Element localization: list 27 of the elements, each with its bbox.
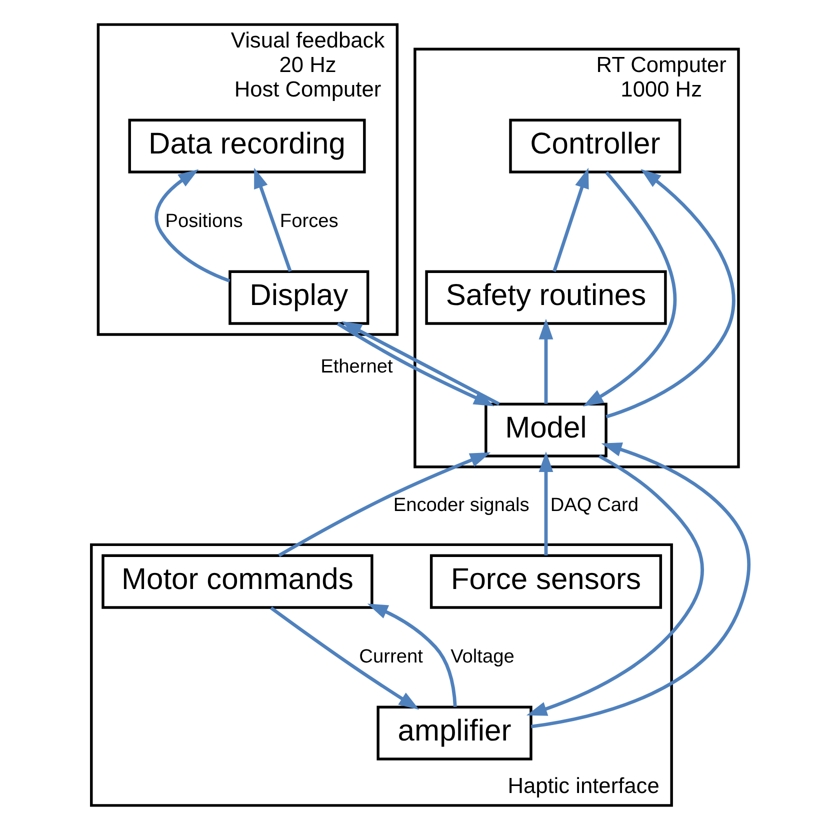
node-box: Model [484, 402, 607, 458]
arrow [605, 168, 734, 418]
edge-label: Voltage [450, 646, 514, 668]
edge-label: Current [358, 646, 422, 668]
edge-label: Positions [164, 210, 242, 232]
arrow [538, 451, 553, 556]
node-box: Data recording [128, 118, 366, 174]
arrow [538, 318, 553, 404]
arrow [530, 442, 750, 728]
arrow [582, 171, 676, 407]
arrow [254, 168, 292, 272]
arrow [270, 606, 419, 710]
node-box: Controller [508, 118, 681, 174]
arrow [552, 168, 588, 272]
node-box: Force sensors [429, 554, 662, 609]
edge-label: Encoder signals [392, 494, 529, 516]
edge-label: DAQ Card [550, 494, 638, 516]
node-box: Motor commands [101, 554, 373, 609]
arrow [154, 169, 230, 283]
node-box: Display [228, 270, 369, 325]
node-box: Safety routines [424, 270, 666, 325]
arrow [526, 454, 704, 716]
arrow [366, 604, 456, 707]
edge-label: Forces [279, 210, 338, 232]
edge-label: Ethernet [320, 356, 392, 378]
node-box: amplifier [376, 706, 532, 760]
arrow [278, 452, 490, 557]
